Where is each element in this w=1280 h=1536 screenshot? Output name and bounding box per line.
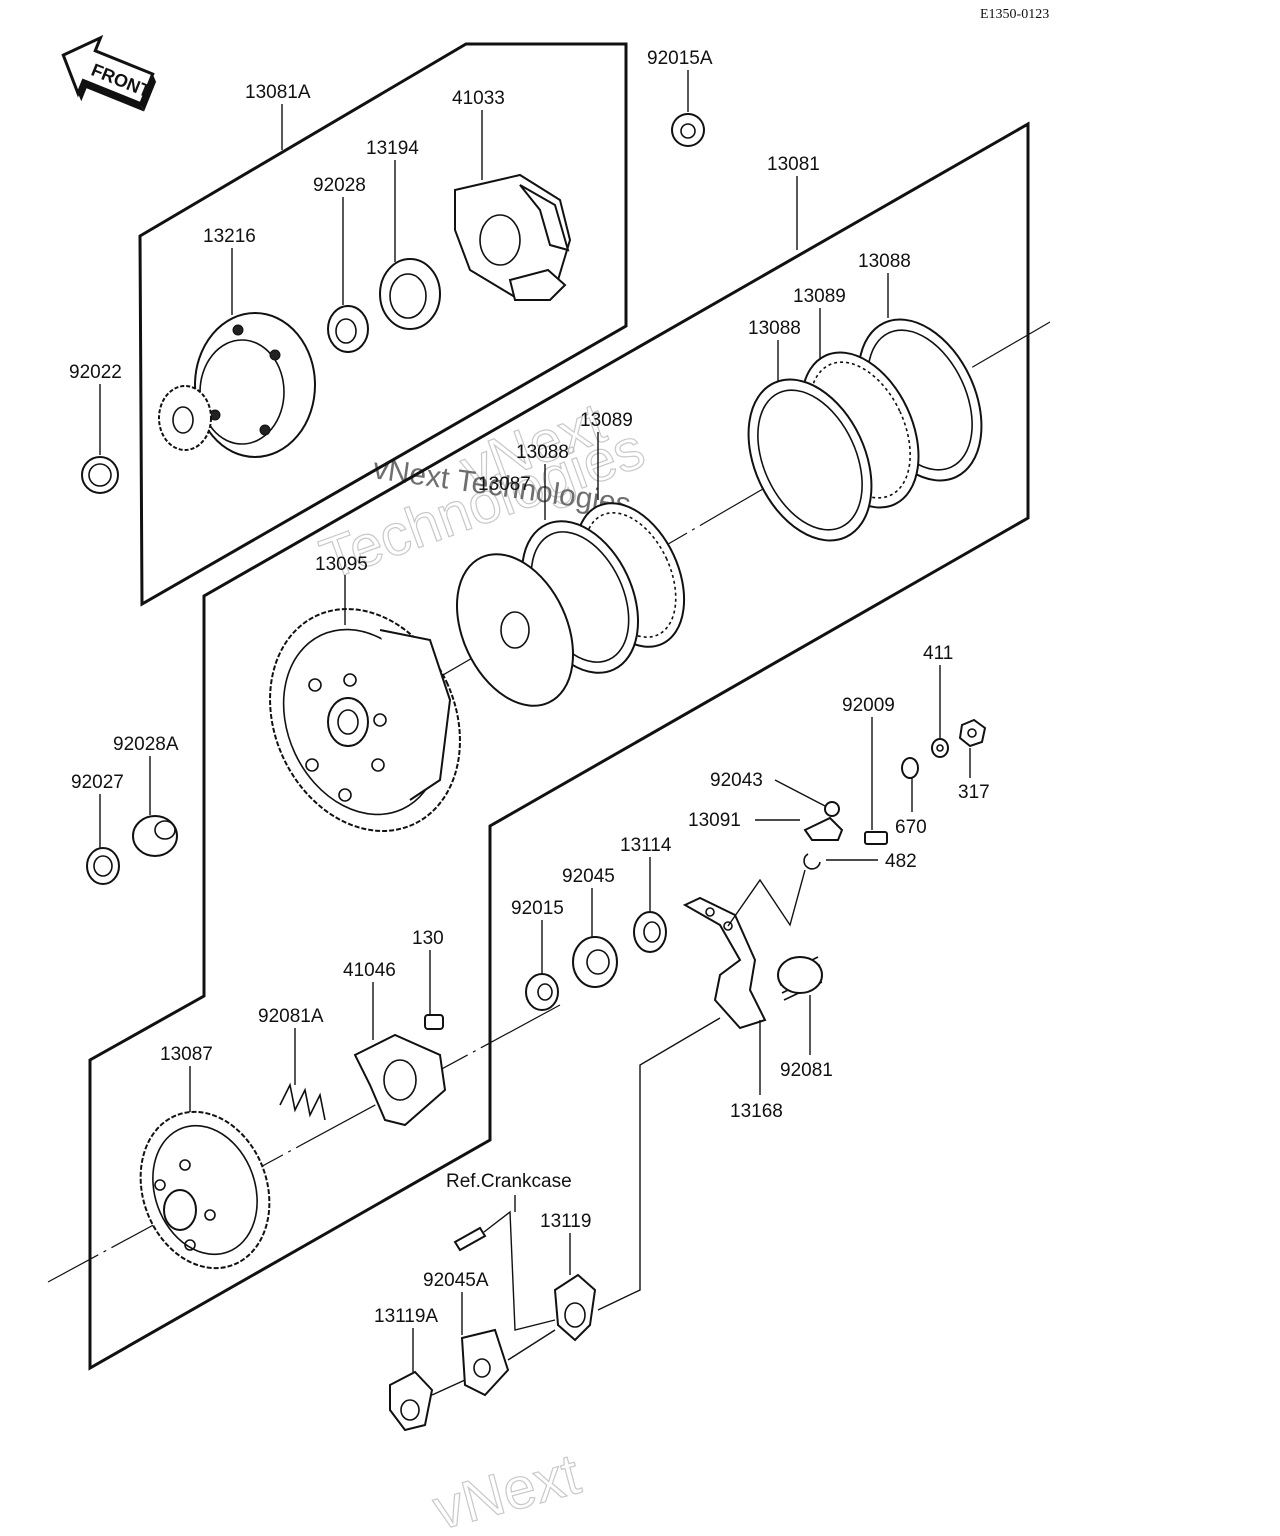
label-13088-b: 13088: [748, 318, 801, 339]
lower-axis-line: [47, 1004, 561, 1283]
holder-13091-part: [803, 816, 844, 841]
label-92081: 92081: [780, 1060, 833, 1081]
crankcase-stud-part: [453, 1226, 487, 1252]
label-92022: 92022: [69, 362, 122, 383]
nut-92015A-part: [671, 113, 705, 147]
label-92045A: 92045A: [423, 1270, 489, 1291]
part-labels: 13081A 92015A 41033 13194 92028 13216 13…: [69, 48, 990, 1327]
centrifugal-clutch-part: [454, 173, 572, 302]
clutch-housing-13095-part: [269, 608, 461, 832]
nut-317-part: [958, 718, 987, 748]
clutch-assembly-frame: [88, 121, 1030, 1371]
clutch-lifter-41046-part: [353, 1033, 447, 1127]
label-13087-a: 13087: [478, 474, 531, 495]
needle-bearing-part: [327, 305, 369, 353]
label-13091: 13091: [688, 810, 741, 831]
label-92015: 92015: [511, 898, 564, 919]
release-lever-13168-part: [682, 896, 767, 1030]
label-13081A: 13081A: [245, 82, 311, 103]
circlip-482-part: [803, 853, 821, 870]
pin-92043-part: [824, 801, 840, 817]
watermark-text-4: vNext: [427, 1441, 587, 1536]
collar-92028A-part: [132, 815, 178, 857]
label-13087-b: 13087: [160, 1044, 213, 1065]
friction-plate-13088-middle-part: [747, 378, 873, 542]
label-13095: 13095: [315, 554, 368, 575]
front-arrow-icon: FRONT: [61, 34, 157, 112]
label-13081: 13081: [767, 154, 820, 175]
label-41046: 41046: [343, 960, 396, 981]
label-13119A: 13119A: [374, 1306, 438, 1327]
label-13114: 13114: [620, 835, 672, 856]
label-13119: 13119: [540, 1211, 591, 1232]
label-92045: 92045: [562, 866, 615, 887]
label-482: 482: [885, 851, 917, 872]
pressure-plate-13087-part: [455, 553, 575, 707]
o-ring-670-part: [901, 757, 919, 779]
bearing-92015-part: [525, 973, 559, 1011]
clutch-hub-13087-part: [139, 1110, 271, 1270]
label-92081A: 92081A: [258, 1006, 324, 1027]
drawing-code: E1350-0123: [980, 7, 1049, 22]
label-317: 317: [958, 782, 990, 803]
primary-gear-housing-part: [158, 312, 316, 458]
label-13216: 13216: [203, 226, 256, 247]
washer-92022-part: [81, 456, 119, 494]
label-13088-c: 13088: [516, 442, 569, 463]
oil-seal-13114-part: [633, 911, 667, 953]
label-13089-a: 13089: [793, 286, 846, 307]
label-92028: 92028: [313, 175, 366, 196]
screw-92009-part: [864, 831, 888, 845]
spring-92081A-part: [279, 1082, 326, 1121]
label-92043: 92043: [710, 770, 763, 791]
label-13168: 13168: [730, 1101, 783, 1122]
washer-411-part: [931, 738, 949, 758]
label-13089-b: 13089: [580, 410, 633, 431]
label-ref-crankcase: Ref.Crankcase: [446, 1171, 572, 1192]
washer-92027-part: [86, 847, 120, 885]
cam-13119-part: [553, 1273, 597, 1342]
label-13088-a: 13088: [858, 251, 911, 272]
one-way-clutch-part: [379, 258, 441, 330]
cam-13119A-part: [389, 1370, 434, 1432]
spring-92081-part: [777, 956, 823, 1001]
bolt-130-part: [424, 1014, 444, 1030]
label-130: 130: [412, 928, 444, 949]
label-92027: 92027: [71, 772, 124, 793]
label-13194: 13194: [366, 138, 419, 159]
leader-lines: [99, 70, 971, 1396]
label-41033: 41033: [452, 88, 505, 109]
label-92009: 92009: [842, 695, 895, 716]
plate-92045A-part: [460, 1328, 510, 1397]
label-670: 670: [895, 817, 927, 838]
label-411: 411: [923, 643, 953, 664]
bearing-92045-part: [572, 936, 618, 988]
label-92028A: 92028A: [113, 734, 179, 755]
label-92015A: 92015A: [647, 48, 713, 69]
clutch-housing-assembly-frame: [138, 42, 628, 607]
